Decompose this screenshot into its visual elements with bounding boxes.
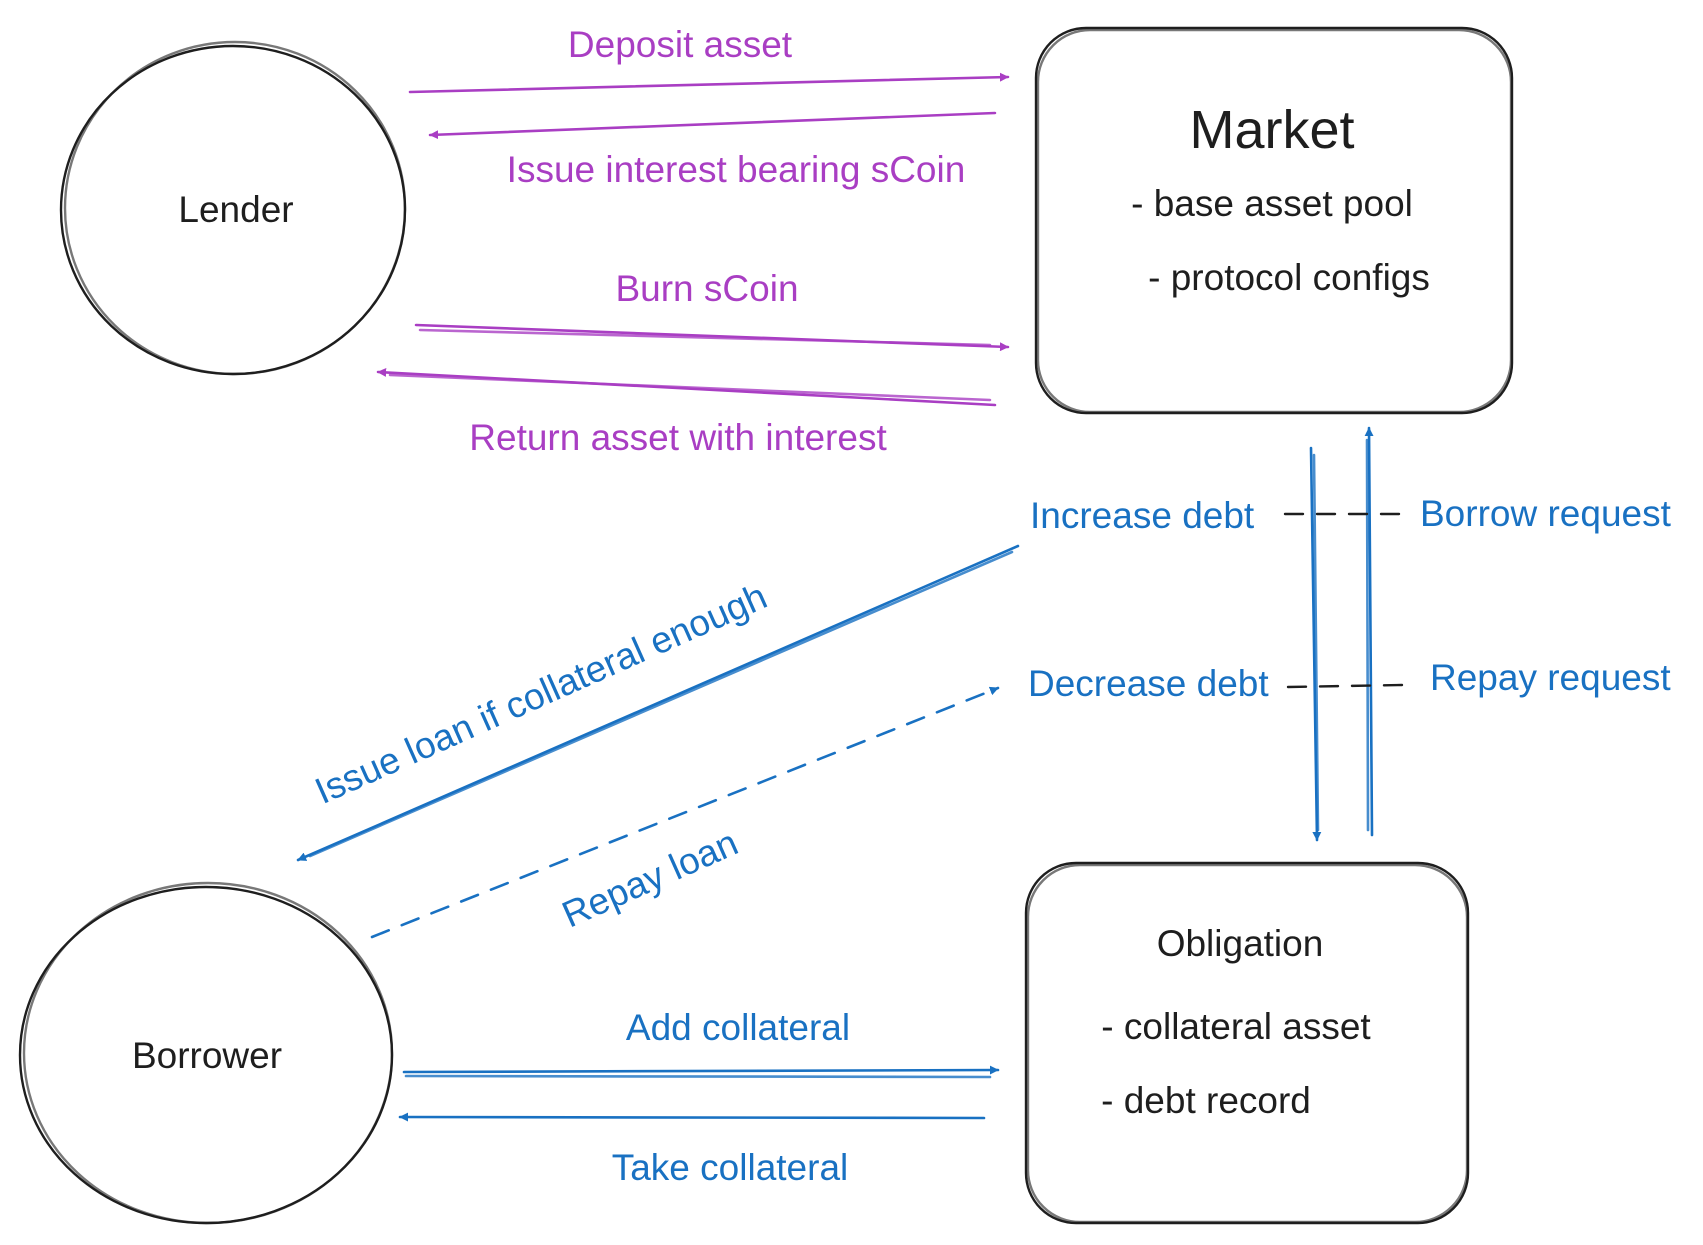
burn-scoin-label: Burn sCoin	[615, 268, 798, 309]
issue-scoin-arrow	[428, 111, 997, 140]
increase-debt-arrow	[1309, 446, 1322, 842]
borrower-label: Borrower	[132, 1035, 282, 1076]
market-title: Market	[1189, 100, 1354, 160]
decrease-repay-connector	[1286, 683, 1404, 689]
market-borrower-flows: Issue loan if collateral enough Repay lo…	[296, 544, 1020, 939]
lender-node: Lender	[59, 40, 407, 376]
issue-loan-arrow	[296, 544, 1020, 862]
return-asset-label: Return asset with interest	[469, 417, 887, 458]
lender-market-flows: Deposit asset Issue interest bearing sCo…	[376, 24, 1010, 458]
issue-scoin-label: Issue interest bearing sCoin	[507, 149, 966, 190]
borrower-obligation-flows: Add collateral Take collateral	[398, 1007, 1000, 1188]
deposit-asset-arrow	[408, 72, 1010, 94]
decrease-debt-label: Decrease debt	[1028, 663, 1269, 704]
issue-loan-label: Issue loan if collateral enough	[309, 575, 773, 812]
repay-loan-arrow	[370, 686, 1000, 939]
repay-loan-label: Repay loan	[556, 822, 744, 936]
obligation-item-debt-record: - debt record	[1101, 1080, 1311, 1121]
repay-request-label: Repay request	[1430, 657, 1671, 698]
borrow-request-arrow	[1364, 426, 1374, 837]
obligation-node: Obligation - collateral asset - debt rec…	[1024, 861, 1470, 1225]
take-collateral-arrow	[398, 1112, 986, 1122]
take-collateral-label: Take collateral	[612, 1147, 849, 1188]
increase-debt-label: Increase debt	[1030, 495, 1255, 536]
market-obligation-flows: Increase debt Borrow request Decrease de…	[1028, 426, 1672, 842]
add-collateral-label: Add collateral	[626, 1007, 850, 1048]
market-item-protocol-configs: - protocol configs	[1148, 257, 1430, 298]
obligation-title: Obligation	[1157, 923, 1324, 964]
borrower-node: Borrower	[18, 881, 394, 1225]
obligation-item-collateral-asset: - collateral asset	[1101, 1006, 1371, 1047]
deposit-asset-label: Deposit asset	[568, 24, 793, 65]
borrow-request-label: Borrow request	[1420, 493, 1672, 534]
market-item-base-asset-pool: - base asset pool	[1131, 183, 1413, 224]
lender-label: Lender	[178, 189, 293, 230]
market-node: Market - base asset pool - protocol conf…	[1034, 26, 1514, 415]
add-collateral-arrow	[402, 1065, 1000, 1075]
